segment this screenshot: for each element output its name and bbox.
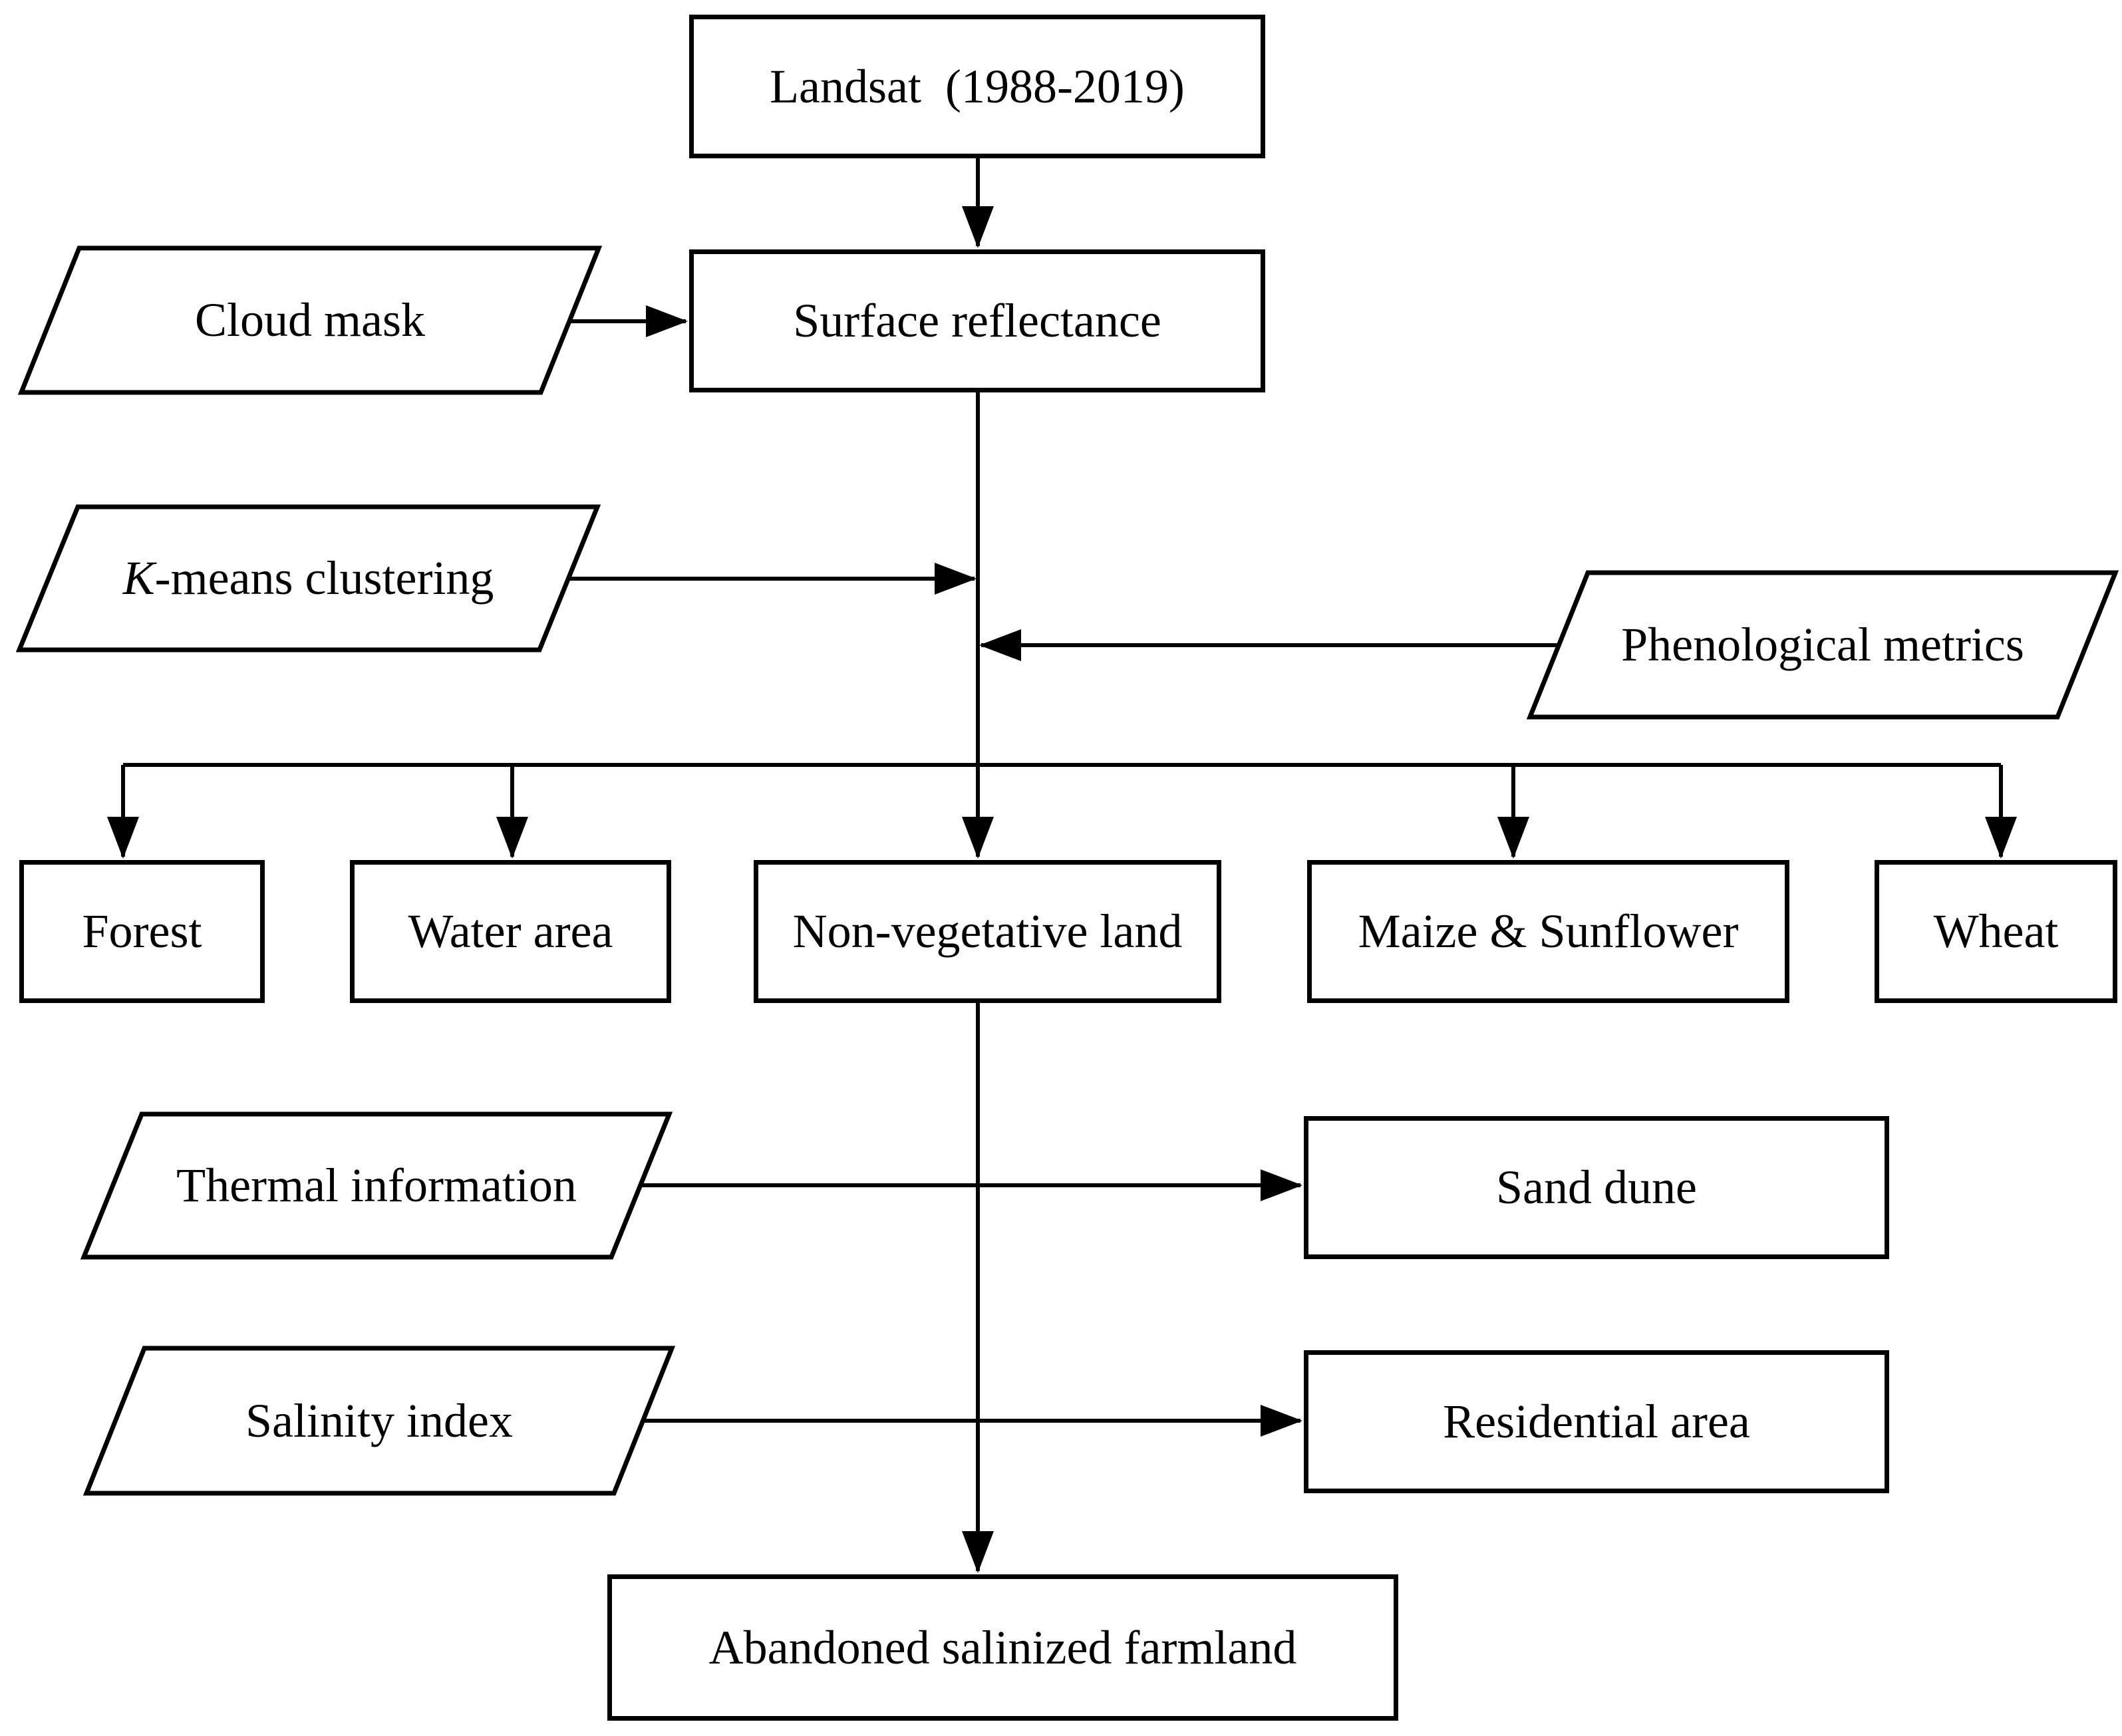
node-phenological-metrics-label: Phenological metrics — [1621, 618, 2024, 672]
node-wheat-label: Wheat — [1933, 905, 2059, 958]
thermal-parallelogram — [80, 1111, 673, 1260]
node-non-vegetative-land-label: Non-vegetative land — [792, 905, 1183, 958]
node-residential-area-label: Residential area — [1443, 1395, 1750, 1449]
node-surface-reflectance-label: Surface reflectance — [793, 294, 1161, 348]
node-thermal-information-label: Thermal information — [176, 1159, 577, 1213]
arrowhead-nonveg — [962, 817, 994, 859]
node-thermal-information: Thermal information — [84, 1114, 669, 1257]
arrowhead-abandoned — [962, 1531, 994, 1573]
node-non-vegetative-land: Non-vegetative land — [754, 860, 1221, 1003]
node-cloud-mask: Cloud mask — [21, 248, 599, 392]
arrowhead-maize — [1497, 817, 1529, 859]
cloud-mask-parallelogram — [17, 245, 603, 395]
node-sand-dune: Sand dune — [1304, 1116, 1889, 1259]
node-kmeans-clustering: K-means clustering — [19, 507, 597, 650]
node-maize-sunflower: Maize & Sunflower — [1307, 860, 1789, 1003]
node-kmeans-clustering-label: K-means clustering — [123, 551, 494, 606]
node-forest-label: Forest — [82, 905, 202, 958]
arrowhead-into-surface — [962, 206, 994, 248]
arrowhead-phenological — [979, 629, 1021, 661]
node-sand-dune-label: Sand dune — [1496, 1161, 1697, 1215]
node-landsat-label: Landsat (1988-2019) — [770, 59, 1185, 113]
node-forest: Forest — [19, 860, 265, 1003]
arrowhead-sanddune — [1261, 1169, 1302, 1201]
arrowhead-cloudmask — [646, 305, 688, 337]
kmeans-parallelogram — [15, 504, 601, 652]
arrowhead-forest — [107, 817, 139, 859]
arrowhead-wheat — [1985, 817, 2017, 859]
node-water-area-label: Water area — [408, 905, 613, 958]
node-surface-reflectance: Surface reflectance — [689, 249, 1265, 392]
node-residential-area: Residential area — [1304, 1350, 1889, 1493]
parallelogram-shapes — [15, 245, 2119, 1496]
node-landsat: Landsat (1988-2019) — [689, 15, 1265, 158]
kmeans-rest: -means clustering — [154, 551, 494, 605]
node-abandoned-salinized-farmland-label: Abandoned salinized farmland — [708, 1620, 1297, 1674]
node-maize-sunflower-label: Maize & Sunflower — [1358, 905, 1739, 958]
node-salinity-index: Salinity index — [86, 1348, 672, 1493]
node-phenological-metrics: Phenological metrics — [1530, 573, 2115, 717]
connector-lines — [121, 158, 2003, 1571]
arrowhead-kmeans — [935, 563, 977, 595]
node-water-area: Water area — [350, 860, 671, 1003]
arrowheads — [107, 206, 2017, 1573]
node-salinity-index-label: Salinity index — [245, 1393, 513, 1447]
node-cloud-mask-label: Cloud mask — [194, 293, 425, 347]
phenological-parallelogram — [1526, 570, 2119, 720]
arrowhead-residential — [1261, 1405, 1302, 1437]
kmeans-italic-k: K — [122, 551, 155, 605]
arrowhead-water — [496, 817, 528, 859]
node-wheat: Wheat — [1875, 860, 2117, 1003]
salinity-parallelogram — [82, 1346, 676, 1496]
node-abandoned-salinized-farmland: Abandoned salinized farmland — [607, 1574, 1398, 1721]
